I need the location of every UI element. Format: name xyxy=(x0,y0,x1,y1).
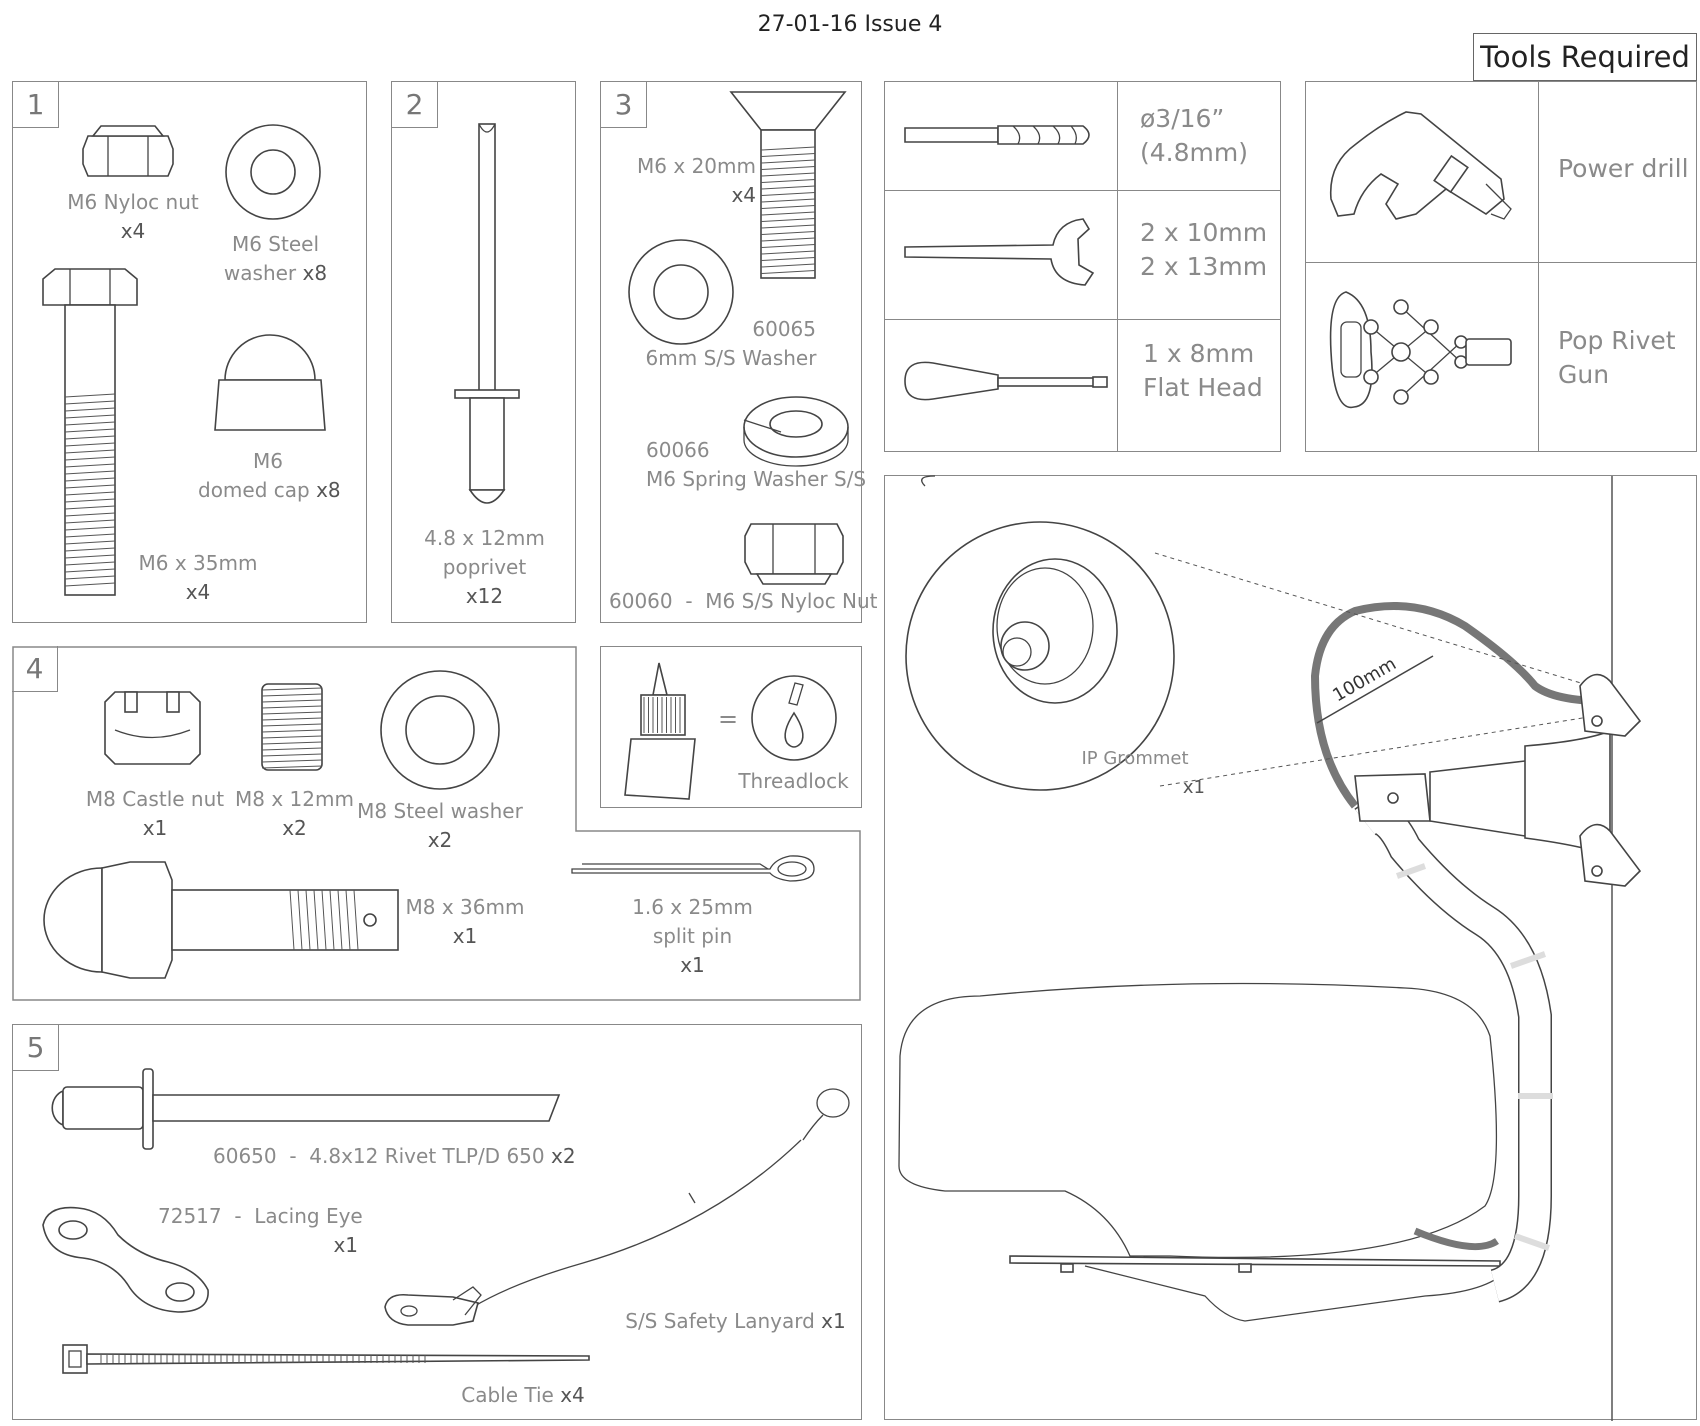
kit-number: 5 xyxy=(13,1025,59,1071)
distance-label: 100mm xyxy=(1329,653,1400,706)
steel-washer-label: M6 Steel washer x8 xyxy=(223,232,328,285)
cable-tie-label: Cable Tie x4 xyxy=(461,1383,585,1407)
issue-header: 27-01-16 Issue 4 xyxy=(757,12,943,37)
kit-number: 4 xyxy=(12,646,58,692)
split-pin-icon xyxy=(571,855,815,882)
castle-nut-icon xyxy=(104,691,201,765)
kit-number: 3 xyxy=(601,82,647,128)
lacing-eye-label: 72517 - Lacing Eye x1 xyxy=(158,1204,363,1257)
m8-washer-icon xyxy=(380,670,500,790)
equals-sign: = xyxy=(717,705,739,733)
kit-number: 2 xyxy=(392,82,438,128)
steel-washer-icon xyxy=(225,124,321,220)
screwdriver-icon xyxy=(904,361,1108,401)
threadlock-label: Threadlock xyxy=(738,769,849,793)
kit-panel-5: 5 60650 - 4.8x12 Rivet TLP/D 650 x2 7251… xyxy=(12,1024,862,1420)
kit-number: 1 xyxy=(13,82,59,128)
pop-rivet-gun-icon xyxy=(1329,291,1512,409)
lacing-eye-icon xyxy=(42,1206,209,1313)
threadlock-bottle-icon xyxy=(624,662,696,800)
power-drill-label: Power drill xyxy=(1558,154,1689,183)
ss-nyloc-nut-icon xyxy=(744,523,844,585)
ss-nyloc-nut-label: 60060 - M6 S/S Nyloc Nut xyxy=(609,589,878,613)
svg-text:100mm: 100mm xyxy=(1329,653,1400,706)
hex-bolt-icon xyxy=(42,268,138,596)
assembly-diagram: 100mm xyxy=(898,475,1642,1421)
pop-rivet-icon xyxy=(454,123,520,504)
nyloc-nut-icon xyxy=(82,125,174,177)
ss-washer-label: 60065 6mm S/S Washer xyxy=(645,317,817,370)
assembly-panel: 100mm IP Grommet x1 xyxy=(884,475,1697,1421)
safety-lanyard-label: S/S Safety Lanyard x1 xyxy=(625,1309,846,1333)
drill-bit-size: ø3/16”(4.8mm) xyxy=(1140,104,1248,167)
grommet-label: IP Grommet x1 xyxy=(1081,748,1205,798)
safety-lanyard-icon xyxy=(384,1088,850,1326)
power-drill-icon xyxy=(1329,111,1512,220)
spanner-icon xyxy=(904,218,1095,286)
m8-bolt-icon xyxy=(43,861,399,979)
domed-cap-icon xyxy=(214,334,326,431)
drill-bit-icon xyxy=(904,125,1090,145)
countersunk-screw-icon xyxy=(729,91,847,279)
threadlock-drop-icon xyxy=(751,675,837,761)
grub-screw-icon xyxy=(261,683,323,771)
tlp-rivet-icon xyxy=(51,1068,561,1150)
tlp-rivet-label: 60650 - 4.8x12 Rivet TLP/D 650 x2 xyxy=(213,1144,576,1168)
tools-required-title: Tools Required xyxy=(1473,33,1697,81)
ss-washer-icon xyxy=(628,239,734,345)
domed-cap-label: M6 domed cap x8 xyxy=(198,449,341,502)
cable-tie-icon xyxy=(62,1344,590,1374)
spring-washer-icon xyxy=(743,396,849,467)
threadlock-panel: = Threadlock xyxy=(600,646,862,808)
